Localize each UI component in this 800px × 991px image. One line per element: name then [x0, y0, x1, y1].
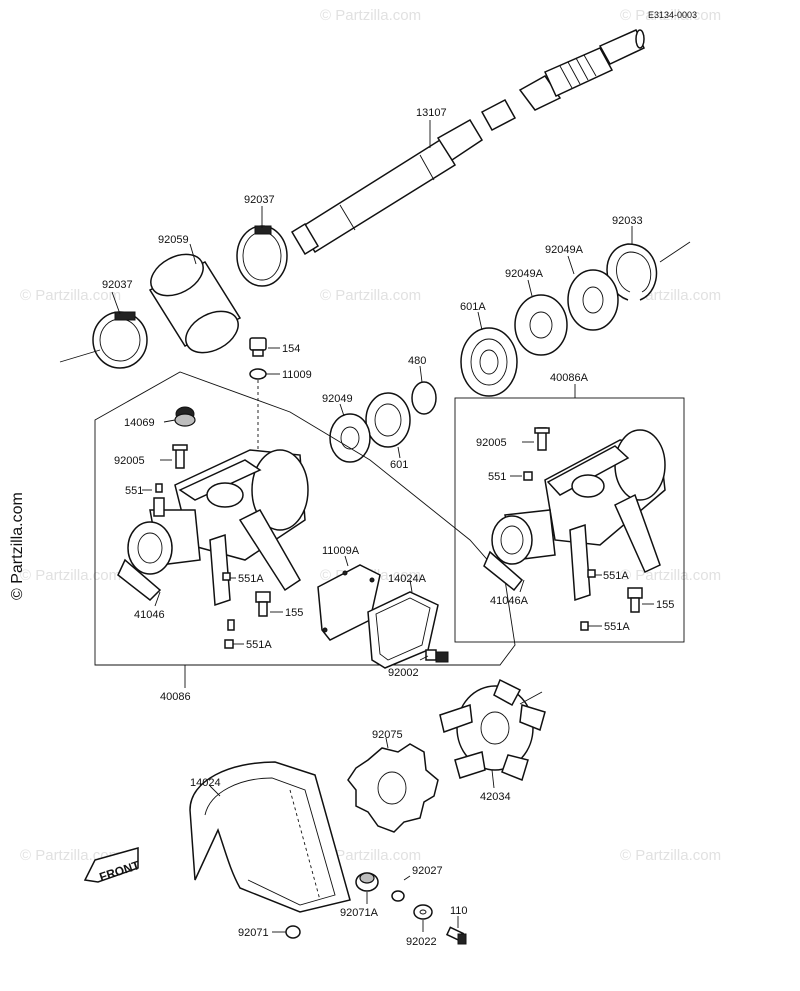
label-14024A: 14024A: [388, 573, 427, 585]
label-92071: 92071: [238, 927, 269, 939]
watermark: © Partzilla.com: [20, 287, 121, 304]
pump-case-left: [117, 449, 309, 607]
label-92071A: 92071A: [340, 907, 379, 919]
label-551-right: 551: [488, 471, 506, 483]
label-92005-right: 92005: [476, 437, 507, 449]
label-11009A: 11009A: [322, 545, 360, 557]
pump-case-right: [483, 429, 666, 602]
bearing-601A: [460, 327, 518, 397]
seal-92049A-inner: [514, 294, 568, 356]
label-92075: 92075: [372, 729, 403, 741]
cap-14069: [174, 406, 196, 427]
label-40086: 40086: [160, 691, 191, 703]
guard-14024: [189, 761, 351, 913]
hose-clamp-left: [92, 311, 148, 369]
label-601A: 601A: [460, 301, 486, 313]
label-92002: 92002: [388, 667, 419, 679]
bolt-155-right: [627, 587, 643, 613]
label-480: 480: [408, 355, 426, 367]
label-92037-left: 92037: [102, 279, 133, 291]
label-11009: 11009: [282, 369, 312, 381]
label-40086A: 40086A: [550, 372, 589, 384]
hose-clamp-top: [236, 225, 288, 287]
nipple-92005-right: [534, 427, 550, 451]
watermark: © Partzilla.com: [620, 567, 721, 584]
label-41046A: 41046A: [490, 595, 529, 607]
label-41046: 41046: [134, 609, 165, 621]
label-42034: 42034: [480, 791, 511, 803]
grommet-92071A: [355, 872, 379, 892]
fitting-551-right: [523, 471, 533, 481]
watermark: © Partzilla.com: [320, 7, 421, 24]
bolt-110: [445, 926, 467, 945]
label-154: 154: [282, 343, 300, 355]
label-92027: 92027: [412, 865, 443, 877]
washer-11009: [249, 368, 267, 380]
drawing-code: E3134-0003: [648, 10, 697, 20]
label-92037-top: 92037: [244, 194, 275, 206]
grommet-92071: [285, 925, 301, 939]
fitting-551A-r1: [587, 569, 596, 578]
fitting-551A-mid: [222, 572, 231, 581]
watermark: © Partzilla.com: [320, 287, 421, 304]
label-551-left: 551: [125, 485, 143, 497]
fitting-551A-r2: [580, 621, 589, 631]
circlip-480: [411, 381, 437, 415]
bolt-155-left: [255, 591, 271, 617]
label-92033: 92033: [612, 215, 643, 227]
copyright-text: © Partzilla.com: [9, 492, 26, 600]
label-155-left: 155: [285, 607, 303, 619]
plug-154: [249, 337, 267, 357]
label-92049A-a: 92049A: [545, 244, 584, 256]
fitting-551A-low: [224, 619, 235, 649]
label-110: 110: [450, 905, 468, 917]
label-92005-left: 92005: [114, 455, 145, 467]
label-551A-r2: 551A: [604, 621, 630, 633]
bolt-92002: [425, 649, 449, 663]
label-92049A-b: 92049A: [505, 268, 544, 280]
label-13107: 13107: [416, 107, 447, 119]
drive-shaft: [290, 29, 645, 256]
label-92049: 92049: [322, 393, 353, 405]
label-551A-r1: 551A: [603, 570, 629, 582]
sleeve-92059: [148, 253, 242, 354]
circlip-92033: [606, 243, 658, 301]
coupling-42034: [439, 678, 546, 782]
label-92022: 92022: [406, 936, 437, 948]
label-551A-low: 551A: [246, 639, 272, 651]
label-14024: 14024: [190, 777, 221, 789]
label-155-right: 155: [656, 599, 674, 611]
watermark: © Partzilla.com: [20, 567, 121, 584]
nipple-92005-left: [172, 444, 188, 469]
damper-92075: [347, 743, 439, 833]
watermark: © Partzilla.com: [620, 7, 721, 24]
fitting-551-left: [153, 483, 165, 517]
group-outline-40086A: [454, 397, 685, 643]
label-14069: 14069: [124, 417, 155, 429]
label-92059: 92059: [158, 234, 189, 246]
label-551A-mid: 551A: [238, 573, 264, 585]
collar-92027: [391, 890, 405, 902]
watermark: © Partzilla.com: [320, 847, 421, 864]
seal-92049A-outer: [567, 269, 619, 331]
group-outline-40086: [94, 371, 516, 666]
label-601: 601: [390, 459, 408, 471]
seal-92049: [329, 413, 371, 463]
washer-92022: [413, 904, 433, 920]
bearing-601: [365, 392, 411, 448]
watermark: © Partzilla.com: [620, 847, 721, 864]
